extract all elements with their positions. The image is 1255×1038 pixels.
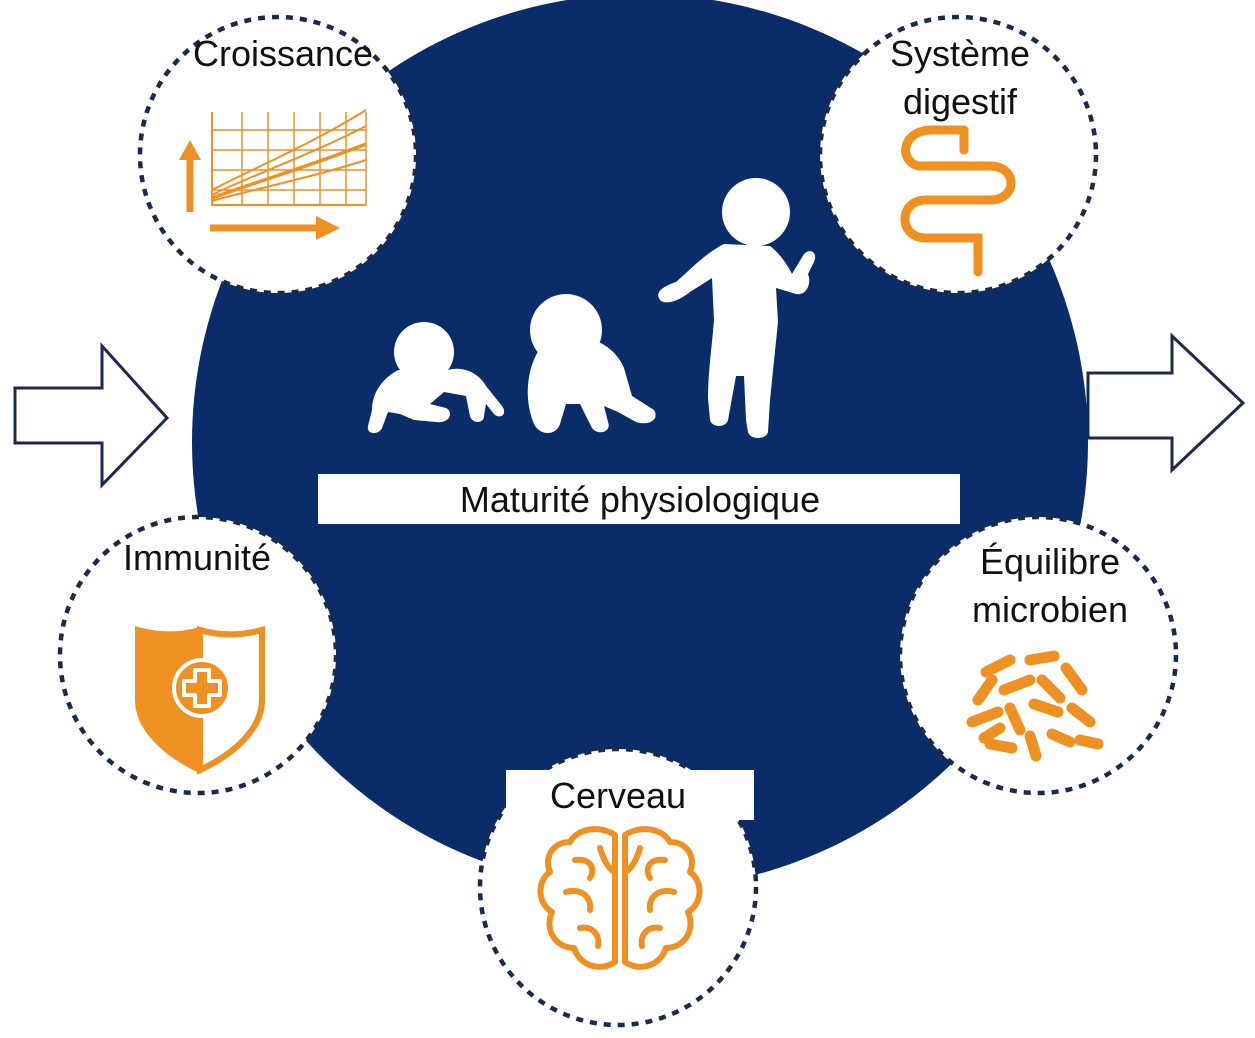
baby-development-icon — [367, 178, 816, 438]
node-label-systeme-digestif-line1: Système — [890, 33, 1030, 74]
right-arrow-icon — [1086, 332, 1246, 474]
intestine-icon — [900, 125, 1016, 277]
node-label-immunite: Immunité — [123, 537, 271, 578]
node-label-equilibre-microbien-line1: Équilibre — [980, 541, 1120, 582]
node-immunite: Immunité — [57, 514, 339, 796]
node-equilibre-microbien: Équilibre microbien — [897, 514, 1179, 796]
growth-chart-icon — [179, 109, 367, 240]
node-systeme-digestif: Système digestif — [817, 14, 1099, 296]
bacteria-icon — [966, 650, 1104, 762]
node-label-cerveau: Cerveau — [550, 775, 686, 816]
shield-icon — [135, 625, 265, 775]
node-label-croissance: Croissance — [193, 33, 373, 74]
node-label-systeme-digestif-line2: digestif — [903, 81, 1018, 122]
center-label: Maturité physiologique — [460, 479, 820, 520]
node-croissance: Croissance — [137, 14, 419, 296]
node-label-equilibre-microbien-line2: microbien — [972, 589, 1128, 630]
center-label-box — [318, 474, 960, 524]
node-cerveau: Cerveau — [477, 746, 759, 1028]
left-arrow-icon — [13, 342, 170, 489]
brain-icon — [537, 826, 703, 970]
cerveau-label-box — [506, 770, 754, 820]
